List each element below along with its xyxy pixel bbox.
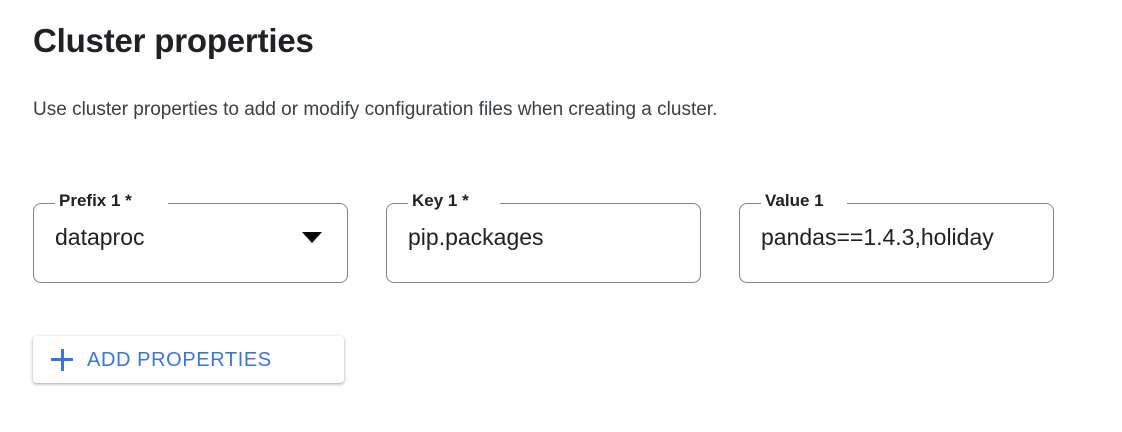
field-prefix-1[interactable]: Prefix 1 * dataproc (33, 190, 348, 283)
properties-row: Prefix 1 * dataproc Key 1 * pip.packages… (0, 190, 1122, 287)
field-label-key-1: Key 1 * (408, 190, 473, 212)
field-label-value-1: Value 1 (761, 190, 828, 212)
chevron-down-icon[interactable] (302, 232, 322, 243)
page-title: Cluster properties (33, 22, 314, 59)
section-description: Use cluster properties to add or modify … (33, 99, 718, 120)
outline-leading (739, 203, 761, 283)
outline-leading (33, 203, 55, 283)
outline-leading (386, 203, 408, 283)
field-label-prefix-1: Prefix 1 * (55, 190, 136, 212)
field-value-key-1[interactable]: pip.packages (408, 224, 544, 250)
field-value-value-1[interactable]: pandas==1.4.3,holiday (761, 224, 994, 250)
field-value-1[interactable]: Value 1 pandas==1.4.3,holiday (739, 190, 1054, 283)
add-properties-label: ADD PROPERTIES (87, 348, 272, 371)
field-value-prefix-1[interactable]: dataproc (55, 224, 145, 250)
plus-icon (51, 348, 73, 371)
field-key-1[interactable]: Key 1 * pip.packages (386, 190, 701, 283)
add-properties-button[interactable]: ADD PROPERTIES (33, 336, 344, 383)
